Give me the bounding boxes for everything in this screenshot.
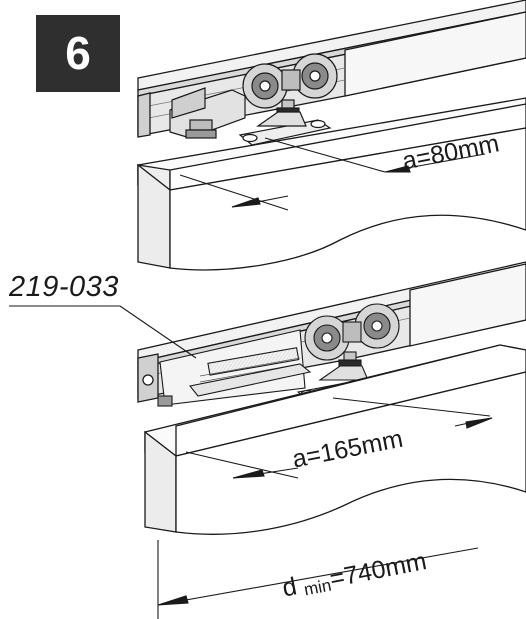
step-number: 6 (65, 27, 91, 79)
bottom-door-panel (144, 344, 526, 535)
dim-a-bottom-lines (185, 397, 493, 479)
step-badge: 6 (36, 15, 120, 92)
part-number-label: 219-033 (9, 271, 119, 303)
dimension-d-subscript: min (302, 575, 333, 600)
dim-a-top-lines (179, 137, 486, 211)
part-leader (9, 305, 197, 359)
top-roller-carriage (169, 53, 338, 146)
dim-dmin-lines (157, 540, 479, 619)
top-door-panel (137, 97, 526, 271)
